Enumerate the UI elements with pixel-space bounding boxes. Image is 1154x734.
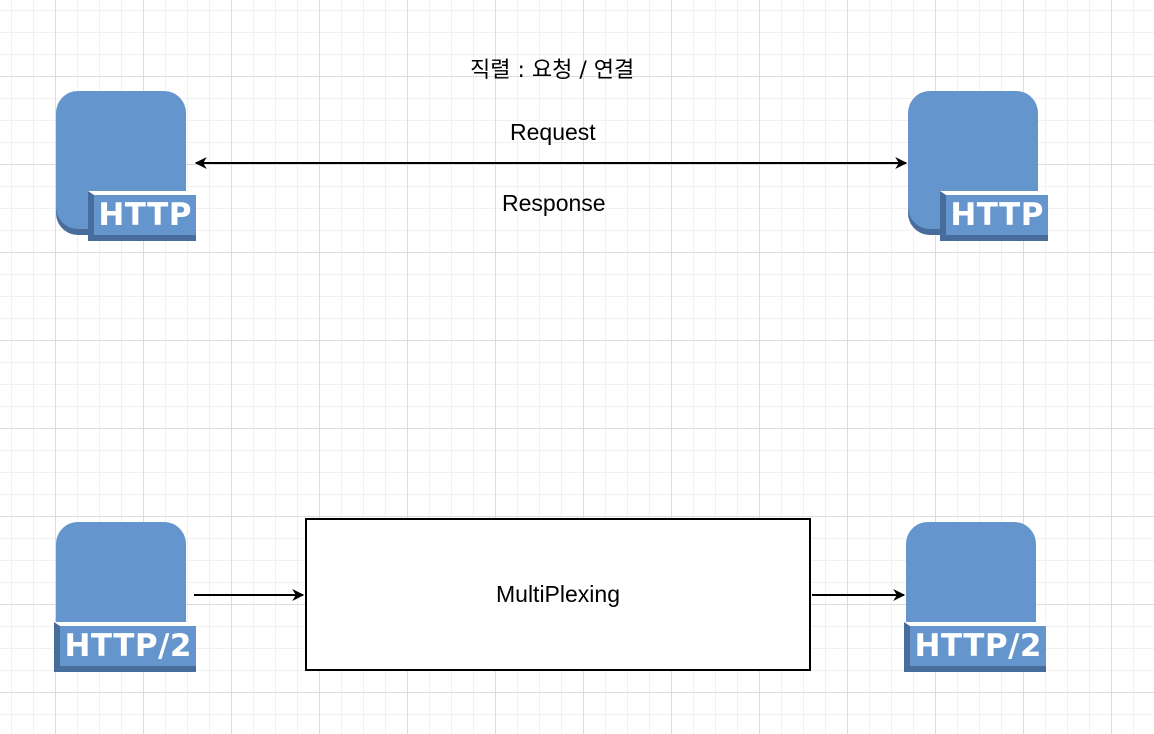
http2-badge: HTTP/2 xyxy=(904,622,1046,672)
http2-badge: HTTP/2 xyxy=(54,622,196,672)
http-badge: HTTP xyxy=(88,191,196,241)
diagram-title: 직렬 : 요청 / 연결 xyxy=(470,58,635,83)
http-server-left: HTTP xyxy=(56,91,196,241)
multiplexing-box: MultiPlexing xyxy=(305,518,811,671)
http2-server-left: HTTP/2 xyxy=(54,522,196,672)
http-badge: HTTP xyxy=(940,191,1048,241)
http-server-right: HTTP xyxy=(908,91,1048,241)
http2-server-right: HTTP/2 xyxy=(904,522,1046,672)
response-label: Response xyxy=(502,190,606,216)
multiplexing-label: MultiPlexing xyxy=(496,581,620,607)
request-label: Request xyxy=(510,119,596,145)
